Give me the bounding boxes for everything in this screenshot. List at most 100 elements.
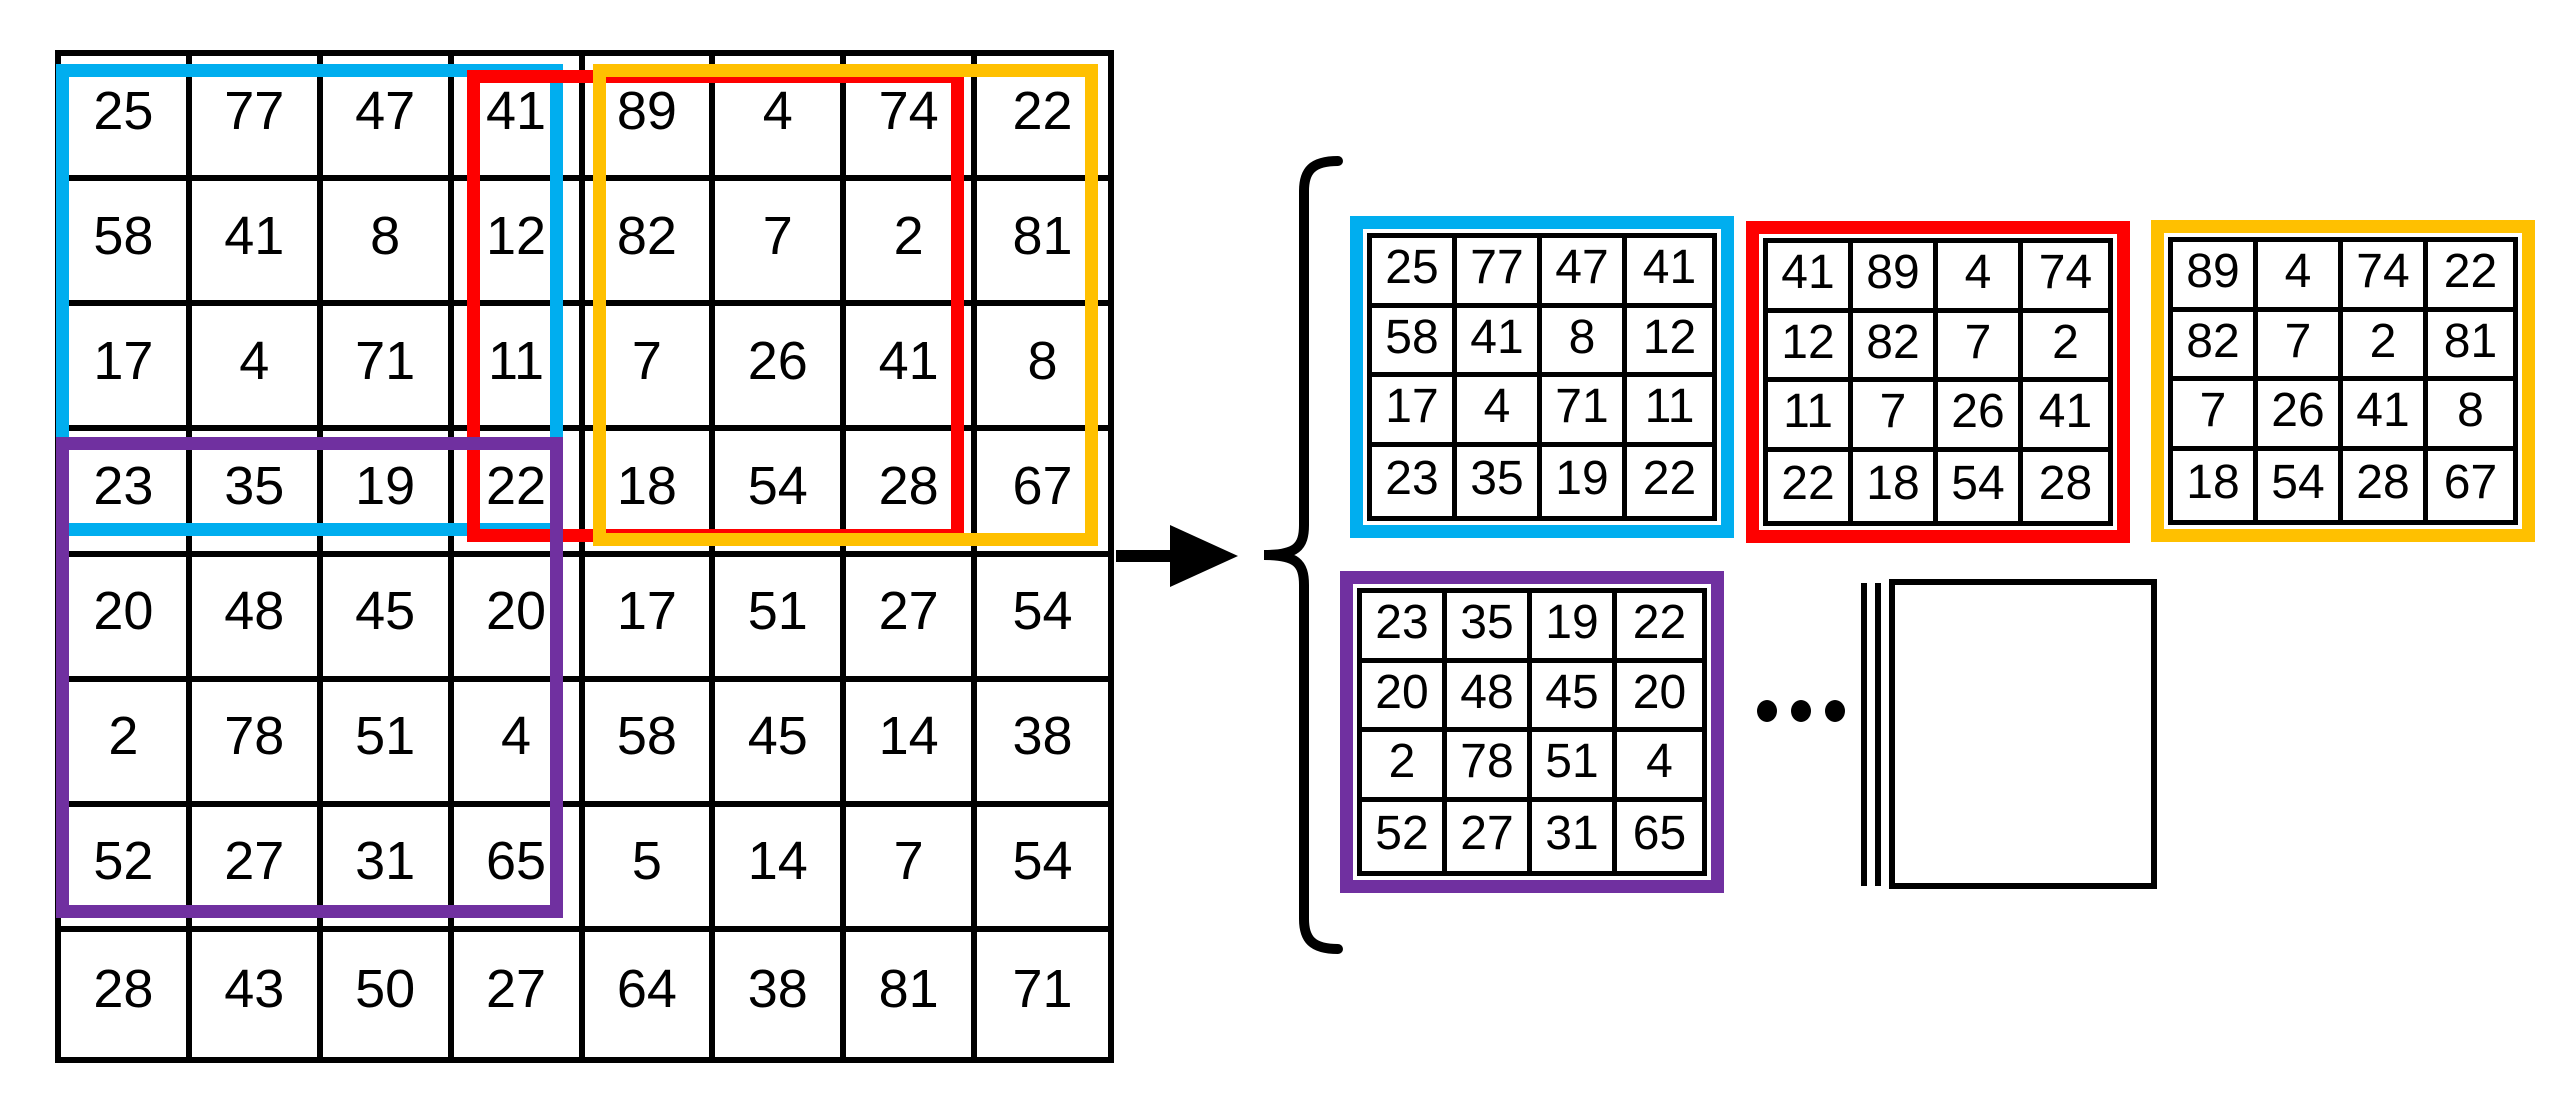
matrix-cell-value: 81 [1012, 205, 1073, 266]
matrix-cell-value: 4 [501, 706, 532, 767]
patch-cell-value: 22 [1781, 457, 1835, 511]
matrix-cell-value: 89 [616, 80, 677, 141]
patch-cell: 17 [1372, 377, 1457, 447]
patch-cell: 20 [1362, 662, 1447, 732]
matrix-cell-value: 23 [93, 455, 154, 516]
matrix-cell: 11 [453, 306, 585, 432]
patch-cell: 82 [1853, 312, 1938, 382]
patch-cell-value: 58 [1385, 310, 1439, 364]
matrix-cell-value: 8 [1027, 330, 1058, 391]
matrix-cell: 12 [453, 181, 585, 307]
patch-cell-value: 7 [2199, 384, 2227, 438]
patch-cell-value: 22 [1642, 452, 1697, 506]
patch-cell: 22 [1617, 593, 1702, 663]
matrix-cell: 58 [61, 181, 192, 307]
matrix-cell-value: 20 [486, 581, 547, 642]
patch-cell-value: 89 [1866, 246, 1920, 300]
patch-cell: 41 [1627, 238, 1712, 308]
patch-cell-value: 4 [1964, 246, 1992, 300]
patch-cell-value: 8 [1568, 310, 1596, 364]
patch-cell-value: 22 [2443, 245, 2498, 299]
patch-cell-value: 89 [2186, 245, 2240, 299]
patch-cell: 28 [2023, 452, 2108, 522]
matrix-cell-value: 31 [355, 831, 416, 892]
matrix-cell-value: 20 [93, 581, 154, 642]
matrix-cell-value: 45 [355, 581, 416, 642]
matrix-cell-value: 26 [747, 330, 808, 391]
matrix-cell: 45 [715, 681, 847, 807]
matrix-cell: 31 [322, 806, 454, 932]
matrix-cell-value: 50 [355, 959, 416, 1020]
patch-cell: 7 [1853, 382, 1938, 452]
patch-cell: 89 [2173, 242, 2258, 312]
patch-cell-value: 67 [2443, 456, 2498, 510]
patch-cell: 4 [1617, 732, 1702, 802]
patch-cell-value: 26 [1951, 385, 2005, 439]
patch-cell-value: 7 [1879, 385, 1907, 439]
matrix-cell-value: 2 [108, 706, 139, 767]
patch-cell: 52 [1362, 801, 1447, 871]
matrix-cell: 41 [846, 306, 978, 432]
patch-cell: 7 [2173, 381, 2258, 451]
matrix-cell: 64 [585, 931, 716, 1057]
matrix-cell-value: 41 [878, 330, 939, 391]
patch-cell-value: 74 [2356, 245, 2410, 299]
matrix-cell-value: 74 [878, 80, 939, 141]
matrix-cell: 27 [846, 556, 978, 682]
patch-cell-value: 31 [1545, 807, 1599, 861]
matrix-cell-value: 47 [355, 80, 416, 141]
matrix-cell: 4 [453, 681, 585, 807]
patch-cell: 45 [1532, 662, 1617, 732]
patch-cell-value: 82 [2186, 314, 2240, 368]
patch-cell: 54 [1938, 451, 2023, 521]
matrix-cell: 14 [846, 681, 978, 807]
patch-cell-value: 2 [2052, 315, 2079, 369]
matrix-cell-value: 4 [762, 80, 793, 141]
patch-cell-value: 41 [1781, 246, 1835, 300]
matrix-cell: 2 [846, 181, 978, 307]
patch-cell-value: 4 [1646, 735, 1673, 789]
patch-cell: 67 [2428, 451, 2513, 521]
patch-cell: 41 [2343, 381, 2428, 451]
patch-cell-value: 7 [1964, 315, 1992, 369]
matrix-cell: 47 [322, 56, 454, 182]
matrix-cell-value: 14 [747, 831, 808, 892]
patch-cell: 19 [1542, 446, 1627, 516]
matrix-cell: 54 [977, 557, 1108, 682]
matrix-cell: 4 [191, 306, 323, 432]
matrix-cell: 51 [715, 556, 847, 682]
patch-cell-value: 25 [1385, 241, 1439, 295]
patch-cell: 27 [1447, 801, 1532, 871]
patch-cell: 82 [2173, 311, 2258, 381]
matrix-cell-value: 19 [355, 455, 416, 516]
matrix-cell-value: 52 [93, 831, 154, 892]
matrix-cell: 17 [584, 556, 716, 682]
matrix-cell-value: 54 [1012, 581, 1073, 642]
patch-cell: 12 [1768, 312, 1853, 382]
patch-cell-value: 77 [1470, 241, 1524, 295]
matrix-cell-value: 71 [1012, 959, 1073, 1020]
matrix-cell-value: 12 [486, 205, 547, 266]
matrix-cell-value: 18 [616, 455, 677, 516]
patch-cell: 74 [2343, 242, 2428, 312]
matrix-cell-value: 45 [747, 706, 808, 767]
patch-cell-value: 23 [1385, 452, 1439, 506]
patch-cell: 41 [2023, 382, 2108, 452]
patch-cell-value: 41 [1470, 310, 1524, 364]
patch-cell: 2 [2343, 311, 2428, 381]
patch-cell: 11 [1768, 382, 1853, 452]
patch-cell-value: 52 [1375, 807, 1429, 861]
patch-cell-value: 18 [1866, 457, 1920, 511]
matrix-cell: 18 [584, 431, 716, 557]
matrix-cell: 17 [61, 306, 192, 432]
matrix-cell: 65 [453, 806, 585, 932]
matrix-cell-value: 65 [486, 831, 547, 892]
matrix-cell: 28 [846, 431, 978, 557]
empty-patch-stack-icon [1889, 579, 2157, 889]
